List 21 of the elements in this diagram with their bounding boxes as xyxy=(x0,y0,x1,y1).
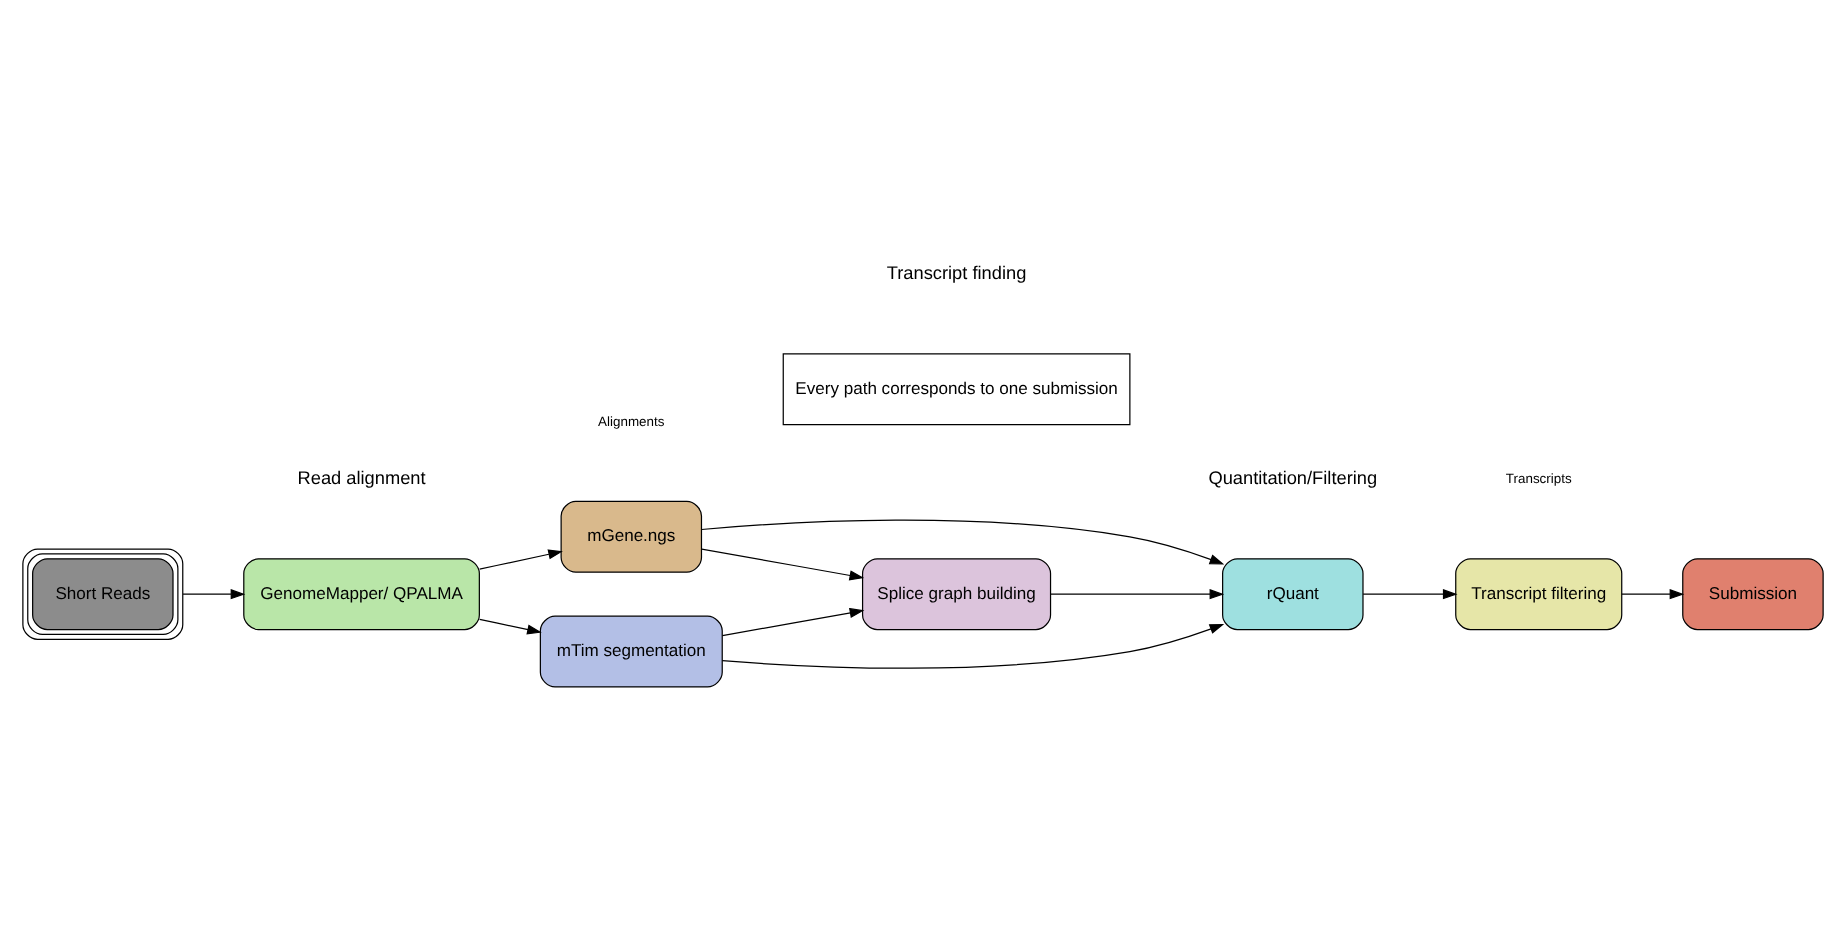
arrow xyxy=(1620,589,1684,600)
arrow xyxy=(478,618,541,635)
arrow xyxy=(700,548,864,581)
node-box: mTim segmentation xyxy=(538,615,722,688)
arrow xyxy=(1361,589,1457,600)
arrow xyxy=(720,607,864,637)
label: Read alignment xyxy=(296,467,425,488)
label: Transcript finding xyxy=(885,262,1026,283)
node-box: Transcript filtering xyxy=(1454,558,1622,631)
arrow xyxy=(699,519,1224,565)
node-box: mGene.ngs xyxy=(559,500,702,573)
arrow xyxy=(181,589,245,600)
label: Quantitation/Filtering xyxy=(1207,467,1377,488)
node-box: rQuant xyxy=(1221,558,1363,631)
node-box: Every path corresponds to one submission xyxy=(781,353,1130,426)
node-box: GenomeMapper/ QPALMA xyxy=(242,558,479,631)
node-box: Splice graph building xyxy=(861,558,1051,631)
arrow xyxy=(478,549,562,570)
node-box: Submission xyxy=(1681,558,1823,631)
arrow xyxy=(1049,589,1224,600)
arrow xyxy=(720,623,1224,669)
